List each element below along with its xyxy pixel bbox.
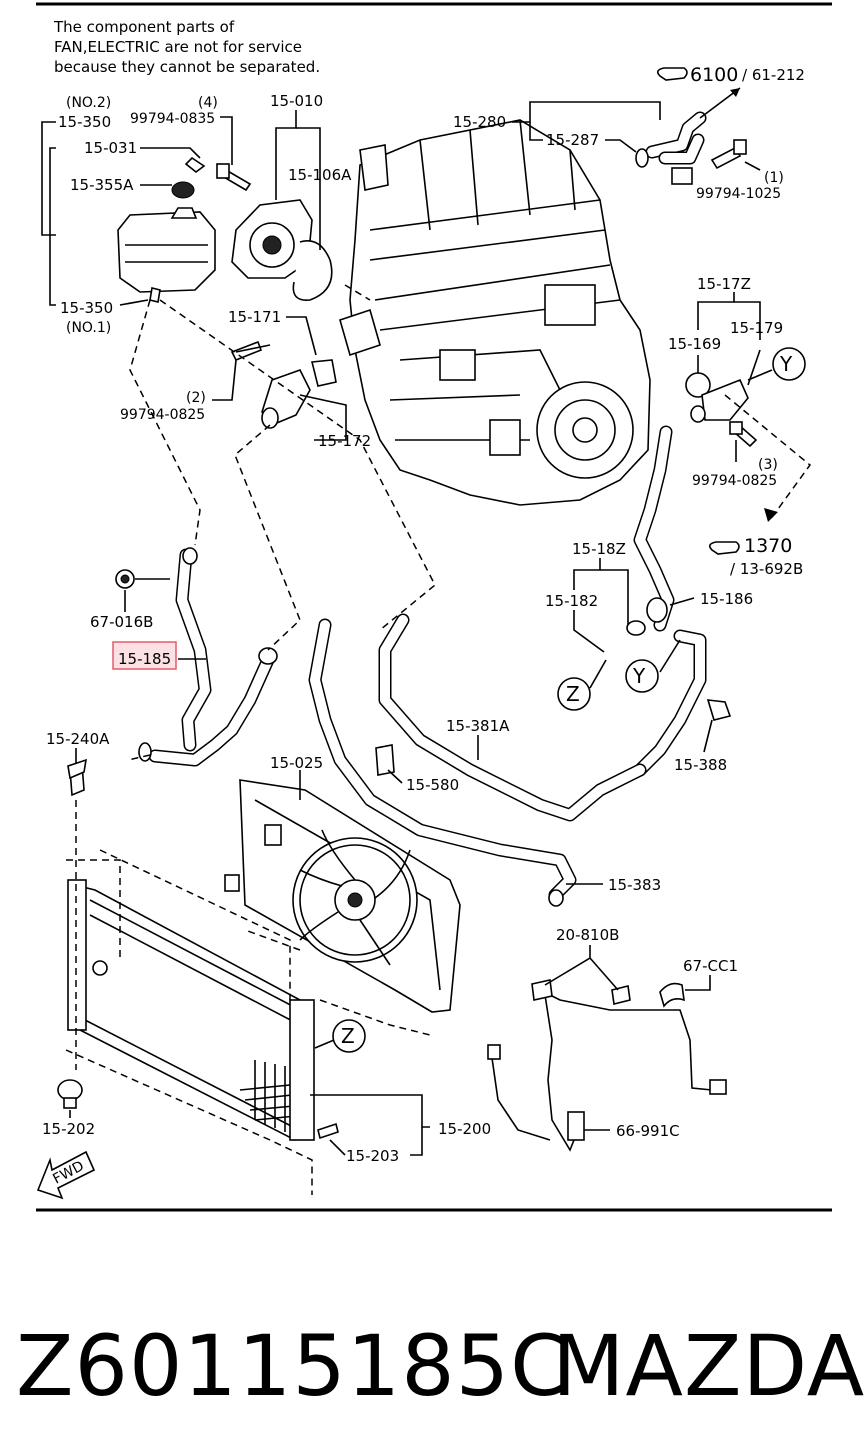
service-note: The component parts of FAN,ELECTRIC are … bbox=[53, 18, 320, 76]
label-15-383: 15-383 bbox=[608, 876, 661, 894]
harness-66-991C bbox=[487, 979, 727, 1152]
label-15-025: 15-025 bbox=[270, 754, 323, 772]
label-15-185: 15-185 bbox=[118, 650, 171, 668]
thermostat-15-171 bbox=[230, 340, 337, 429]
pointing-hand-icon bbox=[656, 67, 688, 81]
label-no2: (NO.2) bbox=[66, 95, 111, 111]
part-labels: (NO.2) 15-350 (4) 99794-0835 15-010 15-2… bbox=[42, 92, 784, 1165]
label-99794-1025: 99794-1025 bbox=[696, 186, 781, 202]
label-15-287: 15-287 bbox=[546, 131, 599, 149]
label-15-202: 15-202 bbox=[42, 1120, 95, 1138]
label-15-280: 15-280 bbox=[453, 113, 506, 131]
engine-block bbox=[339, 119, 651, 506]
circle-z-upper: Z bbox=[566, 682, 580, 706]
label-15-388: 15-388 bbox=[674, 756, 727, 774]
cap-15-240A bbox=[67, 758, 88, 797]
label-15-031: 15-031 bbox=[84, 139, 137, 157]
footer-part-number: Z60115185C bbox=[16, 1317, 570, 1415]
label-20-810B: 20-810B bbox=[556, 926, 619, 944]
hose-15-185 bbox=[138, 547, 278, 767]
fwd-arrow: FWD bbox=[36, 1150, 96, 1200]
label-15-186: 15-186 bbox=[700, 590, 753, 608]
label-15-179: 15-179 bbox=[730, 319, 783, 337]
radiator-15-200 bbox=[67, 879, 315, 1141]
label-qty-4: (4) bbox=[198, 95, 218, 111]
callout-circles: Y Y Z Z bbox=[314, 347, 806, 1053]
label-15-106A: 15-106A bbox=[288, 166, 352, 184]
label-15-17Z: 15-17Z bbox=[697, 275, 751, 293]
hose-15-381A bbox=[308, 613, 647, 907]
label-15-010: 15-010 bbox=[270, 92, 323, 110]
label-15-350-bottom: 15-350 bbox=[60, 299, 113, 317]
label-67-016B: 67-016B bbox=[90, 613, 153, 631]
label-67-CC1: 67-CC1 bbox=[683, 957, 738, 975]
label-15-169: 15-169 bbox=[668, 335, 721, 353]
label-qty-2: (2) bbox=[186, 390, 206, 406]
label-15-182: 15-182 bbox=[545, 592, 598, 610]
label-66-991C: 66-991C bbox=[616, 1122, 680, 1140]
water-outlet-15-17Z bbox=[685, 372, 758, 448]
label-15-240A: 15-240A bbox=[46, 730, 110, 748]
label-qty-3: (3) bbox=[758, 457, 778, 473]
label-15-350-top: 15-350 bbox=[58, 113, 111, 131]
ref-6100-page: / 61-212 bbox=[742, 66, 805, 84]
label-99794-0825-right: 99794-0825 bbox=[692, 473, 777, 489]
ref-1370: 1370 / 13-692B bbox=[708, 535, 803, 578]
ref-1370-page: / 13-692B bbox=[730, 560, 803, 578]
label-99794-0825-left: 99794-0825 bbox=[120, 407, 205, 423]
leader-lines bbox=[41, 101, 761, 1156]
footer-brand: MAZDA bbox=[552, 1317, 864, 1415]
clip-67-016B bbox=[115, 569, 135, 589]
label-15-200: 15-200 bbox=[438, 1120, 491, 1138]
note-line-3: because they cannot be separated. bbox=[54, 58, 320, 76]
pointing-hand-icon bbox=[708, 541, 740, 555]
dashed-guides bbox=[65, 284, 812, 1195]
note-line-1: The component parts of bbox=[53, 18, 235, 36]
note-line-2: FAN,ELECTRIC are not for service bbox=[54, 38, 302, 56]
label-15-355A: 15-355A bbox=[70, 176, 134, 194]
label-15-171: 15-171 bbox=[228, 308, 281, 326]
ref-6100-number: 6100 bbox=[690, 64, 738, 86]
water-pipe-15-280 bbox=[635, 111, 707, 185]
water-pump-15-010 bbox=[231, 199, 333, 301]
mount-15-202 bbox=[57, 1079, 83, 1109]
label-15-203: 15-203 bbox=[346, 1147, 399, 1165]
ref-1370-number: 1370 bbox=[744, 535, 792, 557]
label-15-172: 15-172 bbox=[318, 432, 371, 450]
hose-15-388 bbox=[633, 629, 732, 777]
bolt-15-203 bbox=[317, 1122, 339, 1140]
arrow-head-icon bbox=[764, 508, 778, 522]
highlight-box-15-185 bbox=[112, 641, 177, 670]
label-15-381A: 15-381A bbox=[446, 717, 510, 735]
ref-6100: 6100 / 61-212 bbox=[656, 64, 805, 86]
bolt-99794-0835 bbox=[216, 163, 252, 192]
clip-67-CC1 bbox=[659, 982, 685, 1008]
fan-shroud-15-025 bbox=[224, 779, 461, 1013]
label-15-18Z: 15-18Z bbox=[572, 540, 626, 558]
coolant-reservoir bbox=[117, 156, 216, 303]
circle-z-lower: Z bbox=[341, 1024, 355, 1048]
circle-y-lower: Y bbox=[632, 664, 646, 688]
bolt-99794-1025 bbox=[710, 139, 747, 170]
hose-15-186 bbox=[626, 425, 675, 636]
label-qty-1: (1) bbox=[764, 170, 784, 186]
label-15-580: 15-580 bbox=[406, 776, 459, 794]
label-no1: (NO.1) bbox=[66, 320, 111, 336]
circle-y-upper: Y bbox=[779, 352, 793, 376]
label-99794-0835: 99794-0835 bbox=[130, 111, 215, 127]
